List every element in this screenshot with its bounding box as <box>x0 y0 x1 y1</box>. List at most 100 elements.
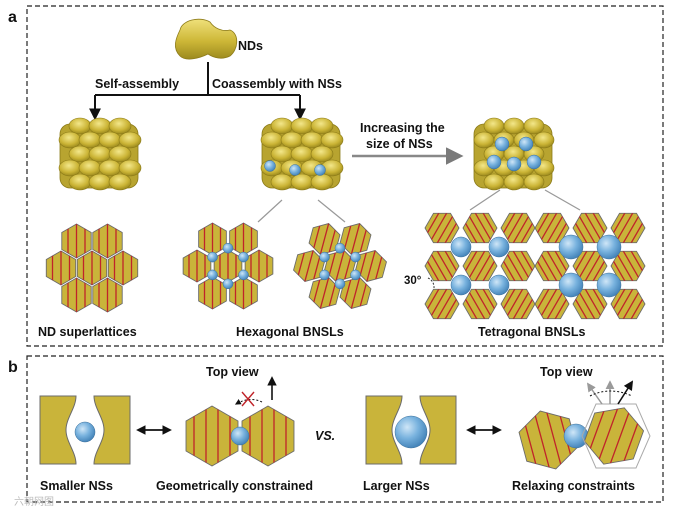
nd-superlattice-3d <box>58 117 142 191</box>
nd-hexagon-tile <box>355 248 387 284</box>
ns-sphere <box>526 154 542 170</box>
nd-hexagon-tile <box>572 207 608 249</box>
ns-sphere <box>334 278 346 290</box>
nd-half-right <box>93 395 131 465</box>
caption-hexagonal-bnsls: Hexagonal BNSLs <box>236 325 344 339</box>
nd-hexagon-tile <box>534 283 570 325</box>
nd-bump <box>523 173 545 191</box>
larger-ns-side-view <box>365 395 457 465</box>
nd-bump <box>68 145 92 163</box>
ns-sphere <box>314 164 326 176</box>
nd-bump <box>68 117 92 135</box>
ns-sphere <box>596 234 622 260</box>
ns-sphere <box>222 242 234 254</box>
tetragonal-bnsl-top-view-1 <box>424 207 536 325</box>
nd-bump <box>503 117 525 135</box>
nd-hexagon-tile <box>61 223 92 259</box>
nd-hexagon-tile <box>198 222 227 256</box>
nd-hexagon-tile <box>244 249 274 283</box>
nd-bump <box>310 173 334 191</box>
ns-sphere <box>319 269 330 281</box>
ns-sphere <box>596 272 622 298</box>
ns-sphere <box>450 274 472 296</box>
nd-bump <box>290 173 314 191</box>
nd-hexagon-tile <box>45 250 77 286</box>
tilt-arrow-black <box>617 380 634 405</box>
nd-hexagon-tile <box>241 405 295 467</box>
nd-hexagon-tile <box>213 249 243 283</box>
ns-sphere <box>207 251 218 263</box>
angle-arc <box>427 277 435 289</box>
angle-label: 30° <box>404 275 422 287</box>
nd-bump <box>290 145 314 163</box>
rotation-arrow <box>234 398 263 405</box>
nd-hexagon-tile <box>229 222 258 256</box>
ns-sphere <box>222 278 234 290</box>
ns-sphere <box>319 251 330 263</box>
panel-b-frame <box>26 355 664 503</box>
nd-hexagon-tile <box>534 207 570 249</box>
ns-sphere <box>350 251 361 263</box>
ns-sphere <box>450 236 472 258</box>
nd-bump <box>260 131 284 149</box>
coassembly-label: Coassembly with NSs <box>212 77 342 91</box>
nd-bump <box>98 159 122 177</box>
nd-hexagon-tile <box>424 283 460 325</box>
nd-bump <box>88 117 112 135</box>
ns-sphere <box>486 154 502 170</box>
ns-sphere <box>74 421 96 443</box>
caption-larger-nss: Larger NSs <box>363 479 430 493</box>
ns-sphere <box>394 415 428 449</box>
caption-tetragonal-bnsls: Tetragonal BNSLs <box>478 325 585 339</box>
relaxing-top-view <box>518 380 651 474</box>
nd-bump <box>320 131 344 149</box>
top-view-right-label: Top view <box>540 365 593 379</box>
nd-bump <box>118 159 142 177</box>
ns-sphere <box>558 272 584 298</box>
panel-a-letter: a <box>8 9 17 26</box>
nd-hexagon-tile <box>500 245 536 287</box>
increasing-label-line1: Increasing the <box>360 121 445 135</box>
rotation-arc <box>589 390 633 397</box>
nd-bump <box>118 131 142 149</box>
nd-bump <box>533 131 555 149</box>
nd-hexagon-tile <box>610 283 646 325</box>
nd-bump <box>310 145 334 163</box>
nd-hexagon-tile <box>92 223 123 259</box>
hexagonal-bnsl-3d <box>260 117 344 191</box>
nd-hexagon-tile <box>500 207 536 249</box>
caption-relaxing-constraints: Relaxing constraints <box>512 479 635 493</box>
nd-bump <box>483 117 505 135</box>
nd-bump <box>280 131 304 149</box>
nd-hexagon-tile <box>462 207 498 249</box>
caption-geometrically-constrained: Geometrically constrained <box>156 479 313 493</box>
ghost-hexagon <box>581 403 651 469</box>
nd-hexagon-tile <box>462 245 498 287</box>
nd-hexagon-tile <box>185 405 239 467</box>
ns-sphere <box>334 242 346 254</box>
nd-hexagon-tile <box>308 221 341 257</box>
branch-arrows <box>89 62 306 121</box>
top-view-left-label: Top view <box>206 365 259 379</box>
nd-hexagon-tile <box>76 250 108 286</box>
nd-superlattice-top-view <box>45 223 139 313</box>
nd-hexagon-tile <box>182 249 212 283</box>
ns-sphere <box>488 236 510 258</box>
ns-sphere <box>350 269 361 281</box>
self-assembly-label: Self-assembly <box>95 77 179 91</box>
nd-hexagon-tile <box>61 277 92 313</box>
nd-bump <box>270 145 294 163</box>
nd-hexagon-tile <box>92 277 123 313</box>
increasing-label-line2: size of NSs <box>366 137 433 151</box>
ns-sphere <box>264 160 276 172</box>
hexagonal-bnsl-top-view-1 <box>182 222 274 310</box>
ns-sphere <box>207 269 218 281</box>
nd-bump <box>88 173 112 191</box>
ns-sphere <box>238 251 249 263</box>
nd-hexagon-tile <box>572 283 608 325</box>
nd-bump <box>68 173 92 191</box>
nd-hexagon-tile <box>107 250 139 286</box>
nd-hexagon-tile <box>462 283 498 325</box>
nd-half-left <box>39 395 77 465</box>
nd-hexagon-tile <box>534 245 570 287</box>
